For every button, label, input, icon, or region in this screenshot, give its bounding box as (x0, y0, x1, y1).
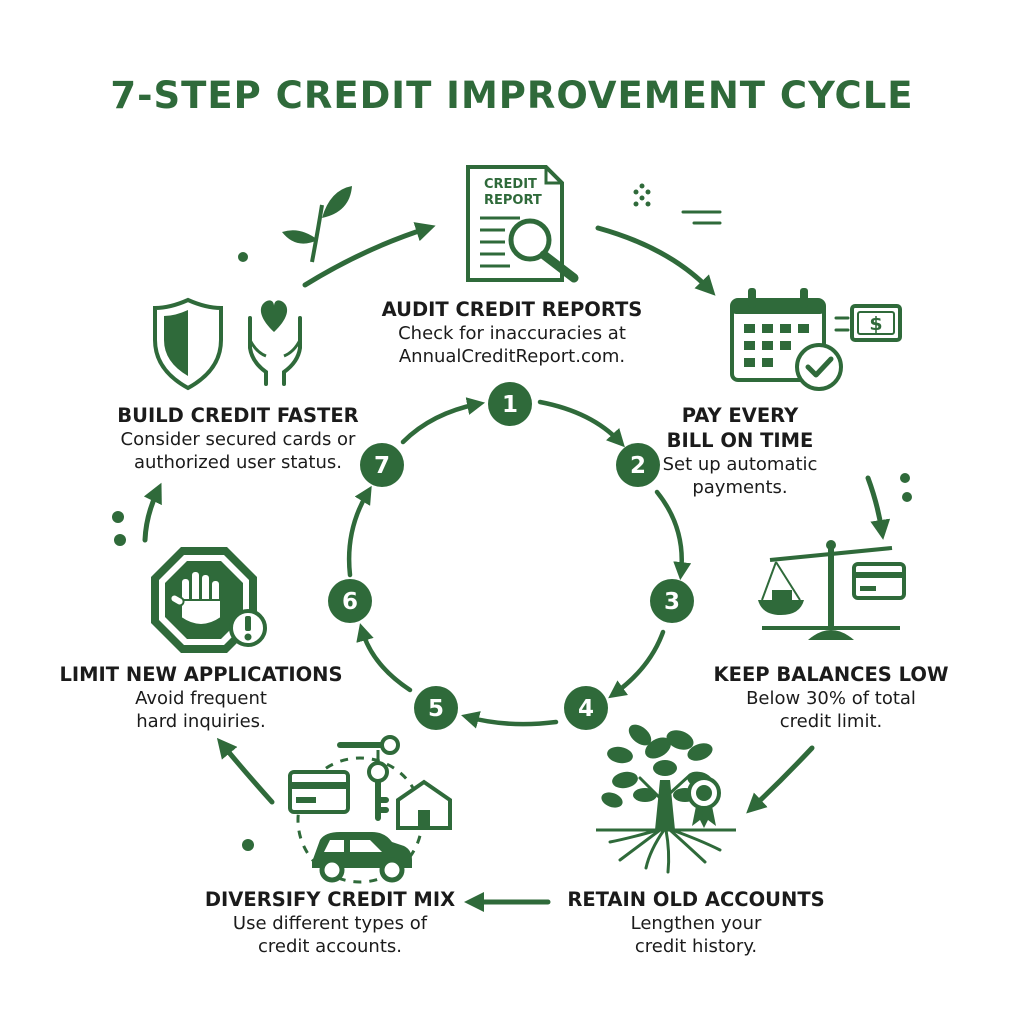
outer-arrow-1-2 (595, 225, 716, 296)
step-6-description: Avoid frequent hard inquiries. (135, 688, 267, 732)
step-4-description: Lengthen your credit history. (630, 913, 762, 957)
badge-4: 4 (564, 686, 608, 730)
step-2-heading: PAY EVERY BILL ON TIME (666, 404, 814, 452)
outer-arrow-5-6 (216, 737, 275, 805)
step-3-heading: KEEP BALANCES LOW (713, 663, 949, 686)
inner-arrow-2-3 (654, 489, 692, 581)
step-1-heading: AUDIT CREDIT REPORTS (381, 298, 643, 321)
step-4-heading: RETAIN OLD ACCOUNTS (567, 888, 825, 911)
sprout-icon (282, 186, 352, 263)
money-symbol: $ (869, 313, 882, 335)
badge-6: 6 (328, 579, 372, 623)
step-2-text: PAY EVERY BILL ON TIME Set up automatic … (660, 403, 820, 499)
step-badges: 1 2 3 4 5 6 7 (328, 382, 694, 730)
balance-scale-card-icon (758, 540, 906, 640)
stop-hand-warning-icon (151, 547, 267, 653)
calendar-check-money-icon: $ (730, 288, 902, 391)
report-label-line2: REPORT (484, 193, 542, 208)
shield-heart-hands-icon (153, 186, 352, 391)
outer-arrow-3-4 (746, 745, 815, 814)
report-label-line1: CREDIT (484, 177, 537, 192)
step-6-heading: LIMIT NEW APPLICATIONS (59, 663, 343, 686)
badge-3-number: 3 (664, 589, 680, 615)
outer-arrow-7-1 (302, 222, 436, 288)
decor-dots (112, 183, 912, 851)
badge-2: 2 (616, 443, 660, 487)
step-5-description: Use different types of credit accounts. (232, 913, 428, 957)
inner-cycle-arrows (346, 397, 692, 729)
step-2-description: Set up automatic payments. (662, 454, 818, 498)
outer-arrow-6-7 (142, 482, 162, 543)
decor-lines (681, 210, 850, 332)
step-7-text: BUILD CREDIT FASTER Consider secured car… (100, 403, 376, 474)
badge-5: 5 (414, 686, 458, 730)
inner-arrow-5-6 (356, 623, 413, 693)
badge-6-number: 6 (342, 589, 358, 615)
outer-arrow-2-3 (865, 475, 891, 540)
inner-arrow-3-4 (608, 629, 666, 699)
inner-arrow-6-7 (346, 485, 372, 578)
badge-3: 3 (650, 579, 694, 623)
inner-arrow-1-2 (537, 399, 625, 448)
step-5-text: DIVERSIFY CREDIT MIX Use different types… (198, 887, 462, 958)
step-7-heading: BUILD CREDIT FASTER (117, 404, 359, 427)
credit-report-magnifier-icon: CREDIT REPORT (466, 165, 579, 283)
inner-arrow-4-5 (461, 711, 559, 729)
badge-7: 7 (360, 443, 404, 487)
step-3-text: KEEP BALANCES LOW Below 30% of total cre… (706, 662, 956, 733)
step-6-text: LIMIT NEW APPLICATIONS Avoid frequent ha… (52, 662, 350, 733)
step-4-text: RETAIN OLD ACCOUNTS Lengthen your credit… (562, 887, 830, 958)
page-title: 7-STEP CREDIT IMPROVEMENT CYCLE (110, 74, 914, 117)
badge-1-number: 1 (502, 392, 518, 418)
badge-7-number: 7 (374, 453, 390, 479)
outer-cycle-arrows (142, 222, 891, 912)
badge-5-number: 5 (428, 696, 444, 722)
tree-roots-ribbon-icon (596, 724, 736, 874)
badge-2-number: 2 (630, 453, 646, 479)
step-1-text: AUDIT CREDIT REPORTS Check for inaccurac… (372, 297, 652, 368)
inner-arrow-7-1 (400, 397, 486, 445)
badge-1: 1 (488, 382, 532, 426)
card-keys-house-car-icon (288, 735, 452, 884)
step-3-description: Below 30% of total credit limit. (746, 688, 916, 732)
step-1-description: Check for inaccuracies at AnnualCreditRe… (398, 323, 626, 367)
step-5-heading: DIVERSIFY CREDIT MIX (204, 888, 456, 911)
step-7-description: Consider secured cards or authorized use… (120, 429, 356, 473)
badge-4-number: 4 (578, 696, 594, 722)
